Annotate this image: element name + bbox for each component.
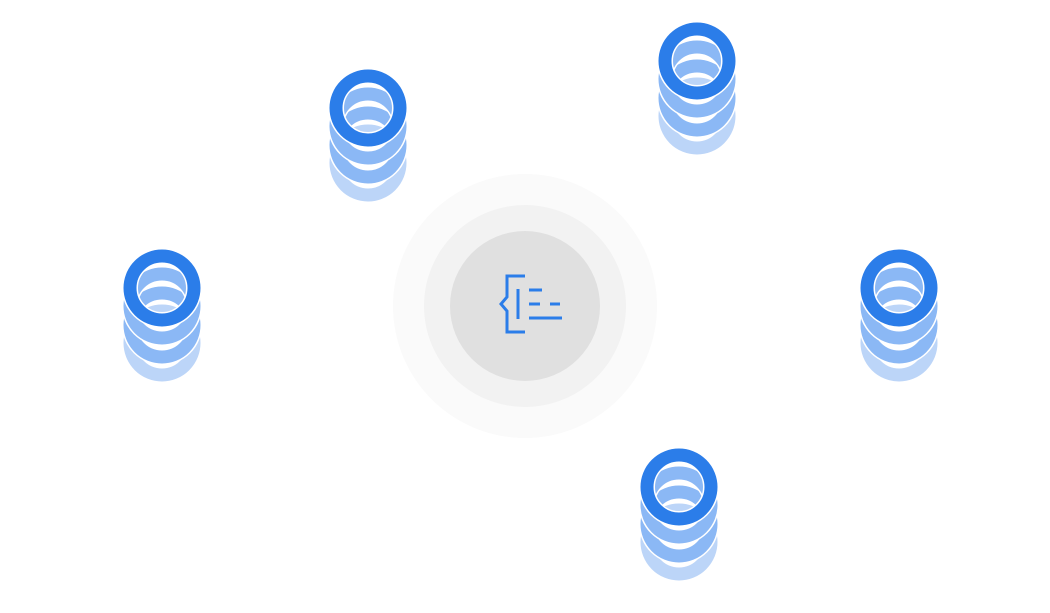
database-ring — [329, 69, 407, 147]
database-icon — [639, 447, 719, 582]
database-ring — [640, 448, 718, 526]
hub — [393, 174, 657, 438]
hub-ring-inner — [450, 231, 600, 381]
code-braces-list-icon — [499, 274, 562, 334]
database-ring — [860, 249, 938, 327]
database-icon — [859, 248, 939, 383]
database-ring — [658, 22, 736, 100]
database-icon — [122, 248, 202, 383]
database-icon — [328, 68, 408, 203]
database-ring — [123, 249, 201, 327]
database-icon — [657, 21, 737, 156]
nodes-layer — [122, 21, 939, 582]
